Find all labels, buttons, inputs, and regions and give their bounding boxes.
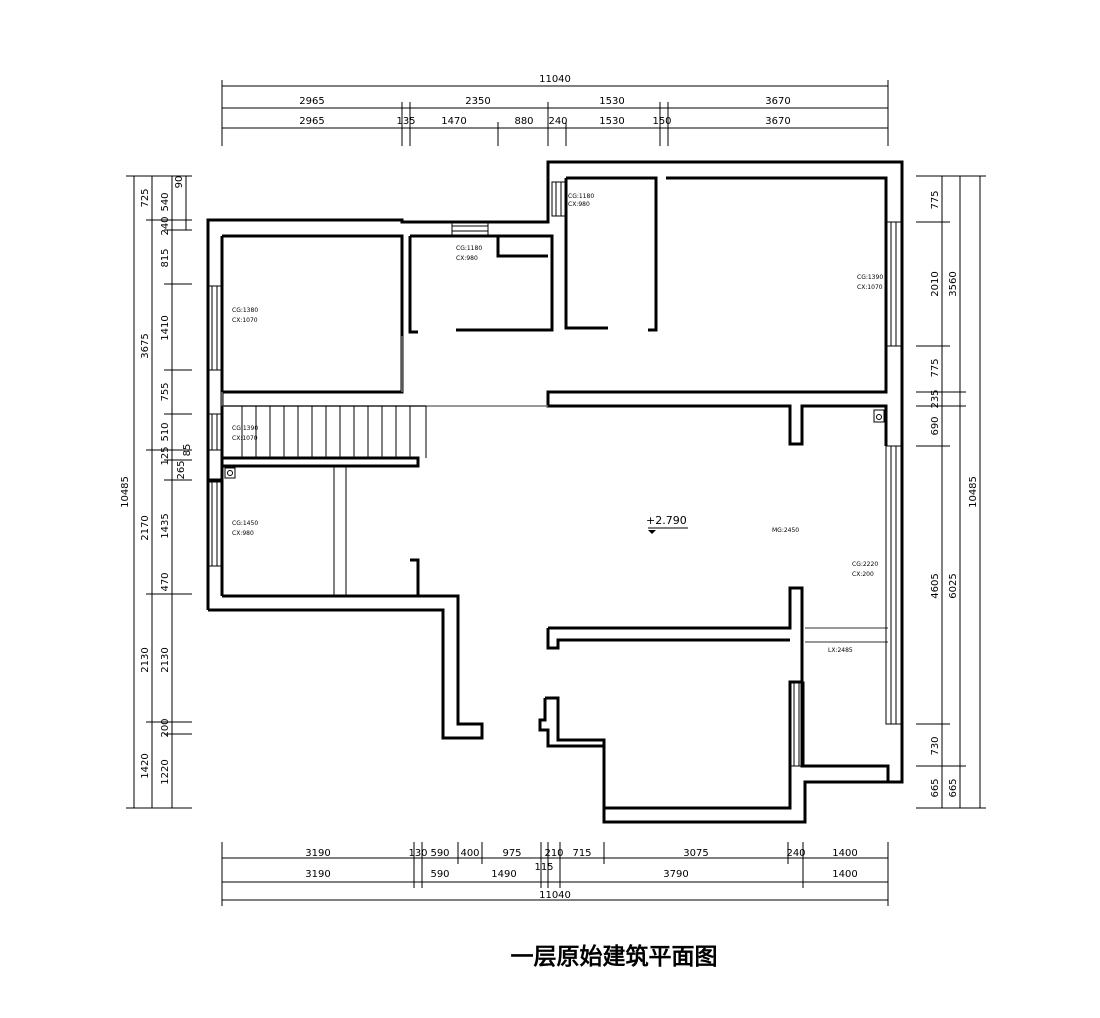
- right-dim: 6025: [948, 573, 959, 598]
- staircase: [222, 405, 427, 458]
- window-height-label: CG:1180: [456, 245, 482, 252]
- bottom-dim: 975: [502, 848, 521, 859]
- bottom-total-dim: 11040: [539, 890, 571, 901]
- top-dimension-lines: [221, 80, 889, 146]
- left-dim: 3675: [140, 333, 151, 358]
- window-sill-label: CX:200: [852, 571, 874, 578]
- top-dim: 1530: [599, 116, 624, 127]
- bottom-dim: 400: [460, 848, 479, 859]
- right-dim: 4605: [930, 573, 941, 598]
- top-dim: 1530: [599, 96, 624, 107]
- top-dim: 3670: [765, 116, 790, 127]
- bottom-dim: 3190: [305, 848, 330, 859]
- bottom-dim: 210: [544, 848, 563, 859]
- window-height-label: CG:2220: [852, 561, 878, 568]
- left-dim: 755: [160, 382, 171, 401]
- right-dim: 730: [930, 736, 941, 755]
- top-dim: 2965: [299, 116, 324, 127]
- left-total-dim: 10485: [120, 476, 131, 508]
- bottom-dim: 590: [430, 869, 449, 880]
- left-dim: 265: [176, 460, 187, 479]
- bottom-dim: 3190: [305, 869, 330, 880]
- pipe-markers: [224, 409, 885, 479]
- top-dim: 1470: [441, 116, 466, 127]
- window-height-label: CG:1450: [232, 520, 258, 527]
- left-dim: 725: [140, 188, 151, 207]
- bottom-dim: 130: [408, 848, 427, 859]
- left-dim: 510: [160, 422, 171, 441]
- left-dim: 200: [160, 718, 171, 737]
- left-dim: 2170: [140, 515, 151, 540]
- window-height-label: CG:1180: [568, 193, 594, 200]
- top-dim: 2965: [299, 96, 324, 107]
- bottom-dim: 3790: [663, 869, 688, 880]
- window-sill-label: CX:980: [456, 255, 478, 262]
- top-dim: 150: [652, 116, 671, 127]
- bottom-dim: 1400: [832, 848, 857, 859]
- window-height-label: CG:1380: [232, 307, 258, 314]
- exterior-wall: [206, 160, 904, 824]
- left-dim: 815: [160, 248, 171, 267]
- bottom-dim: 115: [534, 862, 553, 873]
- window-sill-label: CX:1070: [857, 284, 883, 291]
- left-dim: 90: [174, 176, 185, 189]
- bottom-dim: 3075: [683, 848, 708, 859]
- left-dim: 2130: [160, 647, 171, 672]
- left-dim: 85: [182, 444, 193, 457]
- window-sill-label: CX:1070: [232, 317, 258, 324]
- top-dim: 880: [514, 116, 533, 127]
- right-dim: 2010: [930, 271, 941, 296]
- left-dim: 2130: [140, 647, 151, 672]
- right-dim: 690: [930, 416, 941, 435]
- right-total-dim: 10485: [968, 476, 979, 508]
- left-dim: 540: [160, 192, 171, 211]
- right-dim: 665: [948, 778, 959, 797]
- top-total-dim: 11040: [539, 74, 571, 85]
- drawing-title: 一层原始建筑平面图: [511, 943, 718, 970]
- window-height-label: CG:1390: [857, 274, 883, 281]
- window-height-label: CG:1390: [232, 425, 258, 432]
- left-dim: 1420: [140, 753, 151, 778]
- bottom-dim: 1400: [832, 869, 857, 880]
- bottom-dim: 715: [572, 848, 591, 859]
- interior-walls: [208, 176, 890, 810]
- window-sill-label: CX:980: [232, 530, 254, 537]
- top-dim: 3670: [765, 96, 790, 107]
- left-dim: 470: [160, 572, 171, 591]
- top-dim: 2350: [465, 96, 490, 107]
- right-dimension-lines: [916, 175, 986, 809]
- windows: [207, 181, 903, 767]
- left-dim: 1410: [160, 315, 171, 340]
- left-dim: 125: [160, 446, 171, 465]
- right-dim: 775: [930, 190, 941, 209]
- right-dim: 775: [930, 358, 941, 377]
- left-dim: 240: [160, 216, 171, 235]
- window-sill-label: CX:980: [568, 201, 590, 208]
- bottom-dim: 240: [786, 848, 805, 859]
- top-dim: 135: [396, 116, 415, 127]
- door-height-label: MG:2450: [772, 527, 799, 534]
- left-dim: 1435: [160, 513, 171, 538]
- elevation-marker: [648, 527, 688, 534]
- bottom-dimension-lines: [221, 842, 889, 906]
- left-dimension-lines: [126, 175, 192, 809]
- window-sill-label: CX:1070: [232, 435, 258, 442]
- right-dim: 3560: [948, 271, 959, 296]
- beam-height-label: LX:2485: [828, 647, 853, 654]
- elevation-label: +2.790: [646, 514, 687, 527]
- bottom-dim: 1490: [491, 869, 516, 880]
- right-dim: 235: [930, 389, 941, 408]
- right-dim: 665: [930, 778, 941, 797]
- bottom-dim: 590: [430, 848, 449, 859]
- left-dim: 1220: [160, 759, 171, 784]
- top-dim: 240: [548, 116, 567, 127]
